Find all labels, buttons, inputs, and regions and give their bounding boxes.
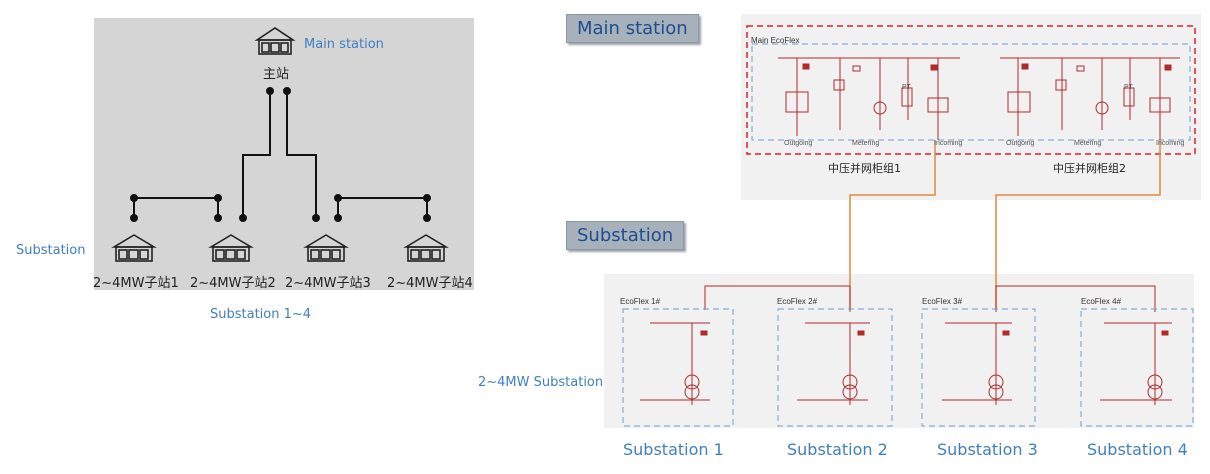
- main-station-icon: [254, 27, 296, 55]
- substation-box-3: [921, 308, 1036, 427]
- substation-icon-1: [111, 234, 157, 262]
- substations-panel: [604, 274, 1194, 428]
- ecoflex-label-1: EcoFlex 1#: [620, 297, 661, 306]
- substation-box-1: [622, 308, 734, 427]
- substation-icon-3: [303, 234, 349, 262]
- interconnect-cables: [849, 140, 1161, 310]
- substation-box-2: [777, 308, 893, 427]
- cabinet-group-1-schematic: [778, 57, 960, 140]
- substation-label-2: 2~4MW子站2: [190, 276, 276, 291]
- bottom-substation-label-3: Substation 3: [937, 440, 1038, 459]
- substation-box-4: [1080, 308, 1194, 427]
- metering-label-1: Metering: [852, 140, 880, 147]
- substation-schematic-3: [942, 322, 1012, 405]
- ecoflex-label-2: EcoFlex 2#: [777, 297, 818, 306]
- bottom-substation-label-2: Substation 2: [787, 440, 888, 459]
- outgoing-label-2: Outgoing: [1006, 140, 1035, 147]
- substation-icon-4: [403, 234, 449, 262]
- metering-label-2: Metering: [1074, 140, 1102, 147]
- substation-icon-2: [208, 234, 254, 262]
- substation-schematic-4: [1100, 322, 1172, 405]
- incoming-label-2: Incoming: [1156, 140, 1185, 147]
- cabinet-group-2-schematic: [1000, 57, 1180, 140]
- main-ecoflex-label: Main EcoFlex: [751, 36, 800, 45]
- substation-side-label: Substation: [16, 243, 86, 258]
- substation-header: Substation: [566, 221, 685, 250]
- bottom-substation-label-1: Substation 1: [623, 440, 724, 459]
- main-station-header: Main station: [566, 14, 699, 43]
- substation-capacity-label: 2~4MW Substation: [478, 375, 604, 390]
- ecoflex-label-4: EcoFlex 4#: [1081, 297, 1122, 306]
- substation-schematic-1: [640, 322, 710, 405]
- cabinet-group-1-label: 中压并网柜组1: [828, 162, 901, 175]
- ecoflex-label-3: EcoFlex 3#: [922, 297, 963, 306]
- substation-range-label: Substation 1~4: [210, 307, 312, 322]
- main-station-label: Main station: [304, 37, 384, 52]
- main-ecoflex-border: [746, 25, 1196, 155]
- main-station-cn-label: 主站: [263, 67, 290, 82]
- substation-schematic-2: [797, 322, 870, 405]
- pt-label-1: PT: [902, 84, 911, 91]
- pt-label-2: PT: [1124, 84, 1133, 91]
- substation-label-4: 2~4MW子站4: [387, 276, 473, 291]
- bottom-substation-label-4: Substation 4: [1087, 440, 1188, 459]
- incoming-label-1: Incoming: [934, 140, 963, 147]
- main-ecoflex-panel: [741, 14, 1201, 200]
- substation-label-3: 2~4MW子站3: [285, 276, 371, 291]
- outgoing-label-1: Outgoing: [784, 140, 813, 147]
- cabinet-group-2-label: 中压并网柜组2: [1053, 162, 1126, 175]
- substation-label-1: 2~4MW子站1: [93, 276, 179, 291]
